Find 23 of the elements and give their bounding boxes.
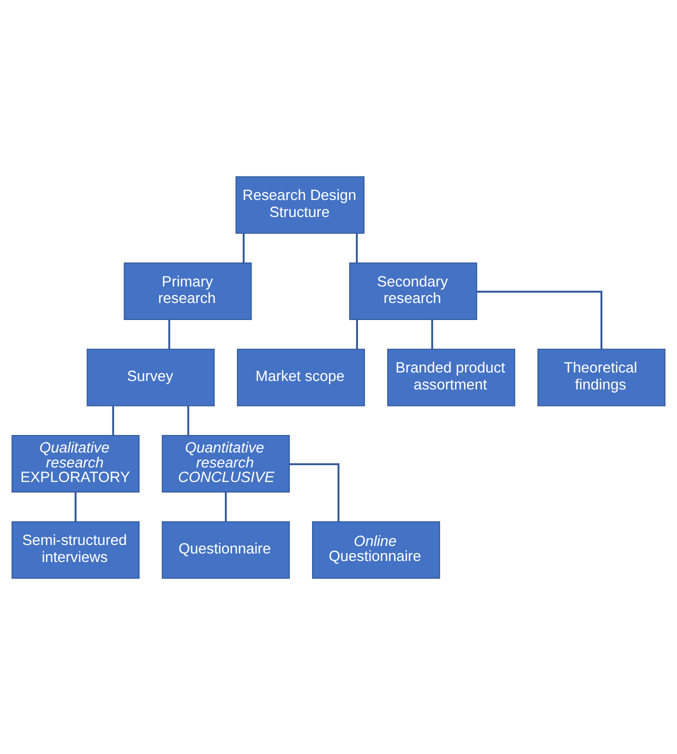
node-box: Research Design Structure: [236, 176, 364, 234]
connector: [187, 405, 190, 435]
node-box: Survey: [86, 348, 215, 406]
node-box: Market scope: [236, 348, 365, 406]
node-box: Secondary research: [349, 262, 478, 320]
connector: [356, 319, 358, 349]
connector: [476, 290, 602, 349]
node-box: Theoretical findings: [537, 348, 666, 406]
node-box: Online Questionnaire: [312, 520, 440, 578]
connector: [242, 232, 245, 262]
node-box: Primary research: [124, 262, 252, 320]
connector: [289, 462, 340, 522]
connector: [74, 492, 76, 522]
node-box: Branded product assortment: [387, 348, 516, 406]
node-box: Quantitative research CONCLUSIVE: [162, 434, 290, 492]
node-box: Qualitative research EXPLORATORY: [12, 434, 140, 492]
connector: [224, 492, 227, 522]
connector: [356, 232, 358, 262]
node-box: Semi-structured interviews: [12, 520, 140, 578]
connector: [112, 405, 114, 435]
node-box: Questionnaire: [162, 520, 290, 578]
connector: [431, 319, 434, 349]
connector: [168, 319, 170, 349]
